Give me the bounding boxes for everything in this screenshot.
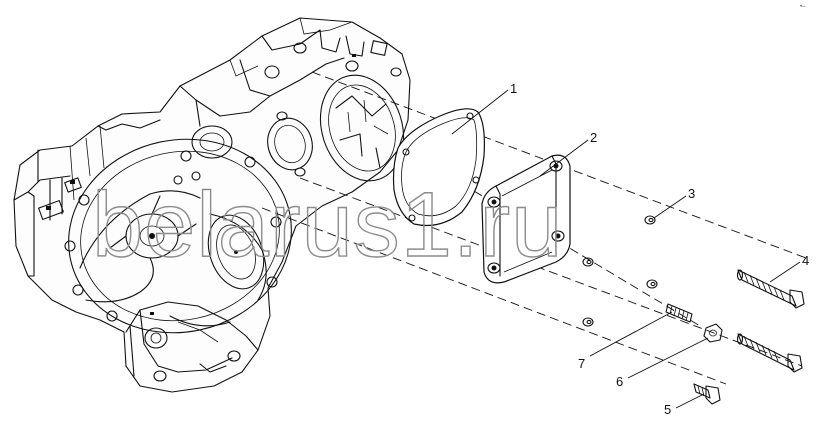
part-4-long-bolt-lower bbox=[736, 333, 803, 373]
washer-3a bbox=[644, 215, 656, 225]
callout-7: 7 bbox=[578, 311, 673, 371]
callout-2: 2 bbox=[539, 130, 597, 177]
part-4-long-bolt-upper bbox=[736, 269, 805, 309]
callout-5: 5 bbox=[664, 393, 705, 417]
washer-3d bbox=[582, 317, 594, 327]
callout-label-6: 6 bbox=[616, 374, 623, 389]
washer-3b bbox=[582, 257, 594, 267]
washer-3c bbox=[646, 279, 658, 289]
part-2-cover-plate bbox=[481, 154, 571, 284]
cover-outline bbox=[481, 154, 571, 284]
callout-1: 1 bbox=[451, 81, 517, 135]
callout-label-7: 7 bbox=[578, 356, 585, 371]
callouts: 1 2 3 4 5 6 7 bbox=[451, 81, 809, 417]
callout-label-2: 2 bbox=[590, 130, 597, 145]
part-5-short-bolt bbox=[693, 383, 721, 405]
callout-3: 3 bbox=[653, 186, 695, 219]
corner-mark: •– bbox=[800, 4, 806, 10]
gasket-outline bbox=[392, 108, 485, 227]
watermark: belarus1.ru bbox=[92, 174, 563, 276]
part-1-gasket bbox=[392, 108, 485, 227]
callout-4: 4 bbox=[769, 253, 809, 283]
part-3-washers bbox=[582, 215, 658, 327]
callout-6: 6 bbox=[616, 337, 709, 389]
gear-housing bbox=[13, 17, 411, 393]
callout-label-3: 3 bbox=[688, 186, 695, 201]
part-7-stud bbox=[665, 303, 693, 323]
callout-label-5: 5 bbox=[664, 402, 671, 417]
callout-label-1: 1 bbox=[510, 81, 517, 96]
callout-label-4: 4 bbox=[802, 253, 809, 268]
part-6-nut bbox=[703, 323, 723, 343]
